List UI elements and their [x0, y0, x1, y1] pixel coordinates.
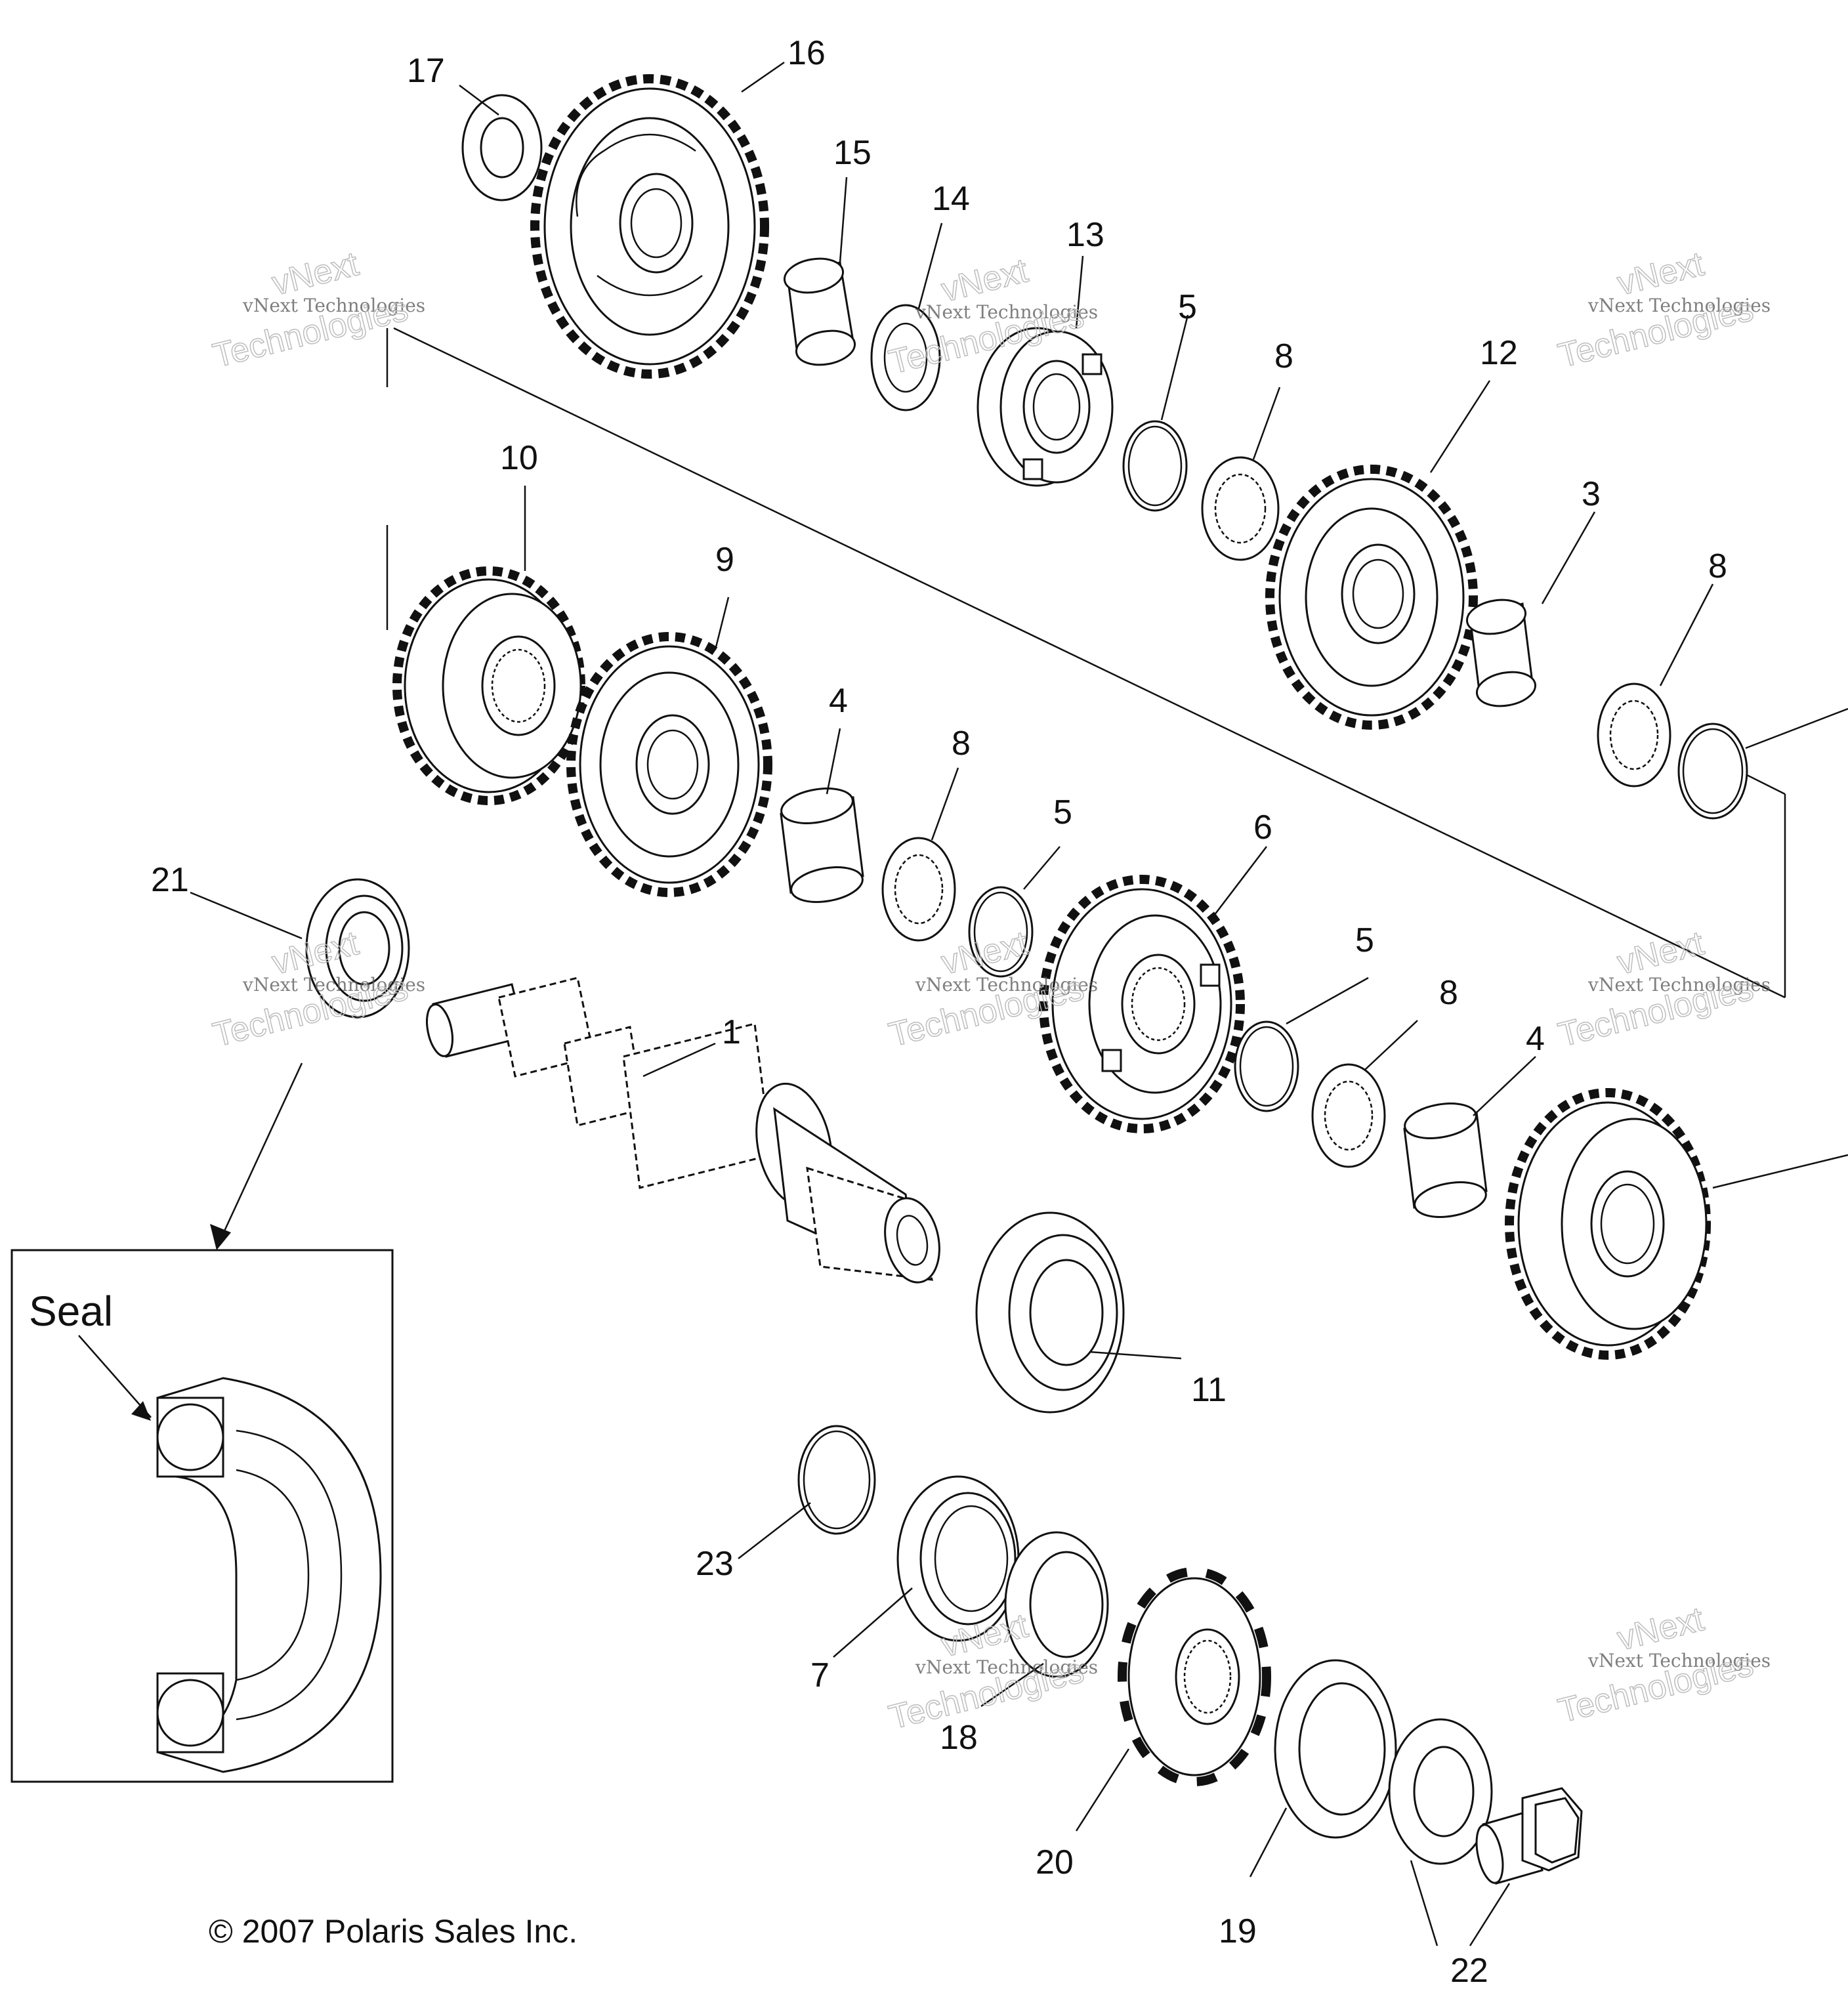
callout-label: 3 — [1582, 475, 1601, 513]
callout-label: 8 — [1274, 337, 1293, 375]
part-7-oil-seal — [896, 1475, 1020, 1642]
part-13-shift-collar — [976, 327, 1114, 487]
callout-label: 4 — [829, 682, 848, 720]
part-20-sprocket — [1118, 1567, 1271, 1786]
inset-seal-label: Seal — [29, 1288, 113, 1335]
part-22-washer — [1388, 1718, 1493, 1865]
callout-label: 4 — [1526, 1020, 1545, 1058]
callout-label: 18 — [940, 1719, 978, 1757]
part-retaining-ring-right — [1677, 723, 1748, 820]
part-gear-right-unlabeled — [1505, 1088, 1711, 1360]
svg-text:vNext Technologies: vNext Technologies — [915, 974, 1098, 996]
part-14-washer — [870, 304, 941, 411]
callout-label: 23 — [696, 1545, 734, 1583]
part-5-snap-ring-lower — [1234, 1020, 1299, 1112]
callout-label: 1 — [722, 1013, 741, 1051]
part-23-o-ring — [797, 1425, 876, 1535]
watermark: vNext Technologies vNext Technologies — [1554, 244, 1771, 375]
callout-label: 22 — [1450, 1952, 1488, 1990]
callout-label: 8 — [1708, 547, 1727, 585]
part-10-gear — [392, 566, 585, 805]
svg-text:vNext Technologies: vNext Technologies — [1587, 1650, 1771, 1671]
watermark: vNext Technologies vNext Technologies — [1554, 1599, 1771, 1731]
svg-text:vNext Technologies: vNext Technologies — [1587, 295, 1771, 316]
part-6-gear — [1039, 875, 1245, 1133]
callout-label: 5 — [1178, 288, 1197, 326]
part-9-gear — [566, 632, 772, 897]
callout-label: 11 — [1191, 1371, 1227, 1409]
part-18-spacer — [1004, 1531, 1109, 1678]
callout-label: 14 — [932, 180, 970, 218]
watermark: vNext Technologies vNext Technologies — [1554, 923, 1771, 1055]
callout-label: 12 — [1480, 334, 1518, 372]
part-8-thrust-washer-right — [1597, 682, 1671, 788]
svg-text:vNext Technologies: vNext Technologies — [915, 1656, 1098, 1678]
part-5-snap-ring-middle — [968, 886, 1034, 978]
part-21-bearing — [305, 878, 410, 1018]
callout-label: 7 — [810, 1656, 830, 1694]
callout-label: 8 — [952, 724, 971, 763]
callout-label: 20 — [1036, 1843, 1074, 1881]
svg-text:vNext Technologies: vNext Technologies — [915, 301, 1098, 323]
copyright-text: © 2007 Polaris Sales Inc. — [209, 1913, 578, 1950]
callout-label: 17 — [407, 52, 445, 90]
callout-label: 5 — [1355, 921, 1374, 959]
part-8-thrust-washer-upper — [1201, 456, 1280, 561]
part-4-bushing-right — [1403, 1102, 1488, 1218]
inset-pointer — [210, 1062, 303, 1250]
part-8-thrust-washer-middle — [881, 837, 956, 942]
callout-label: 6 — [1253, 808, 1272, 847]
part-8-thrust-washer-lower — [1311, 1063, 1386, 1168]
bearing-cutaway — [156, 1377, 382, 1773]
part-3-bushing — [1465, 598, 1537, 707]
callout-label: 16 — [788, 34, 826, 72]
part-4-bushing-left — [780, 788, 864, 903]
watermark: vNext Technologies vNext Technologies — [885, 923, 1098, 1055]
part-16-gear — [530, 74, 769, 379]
callout-label: 8 — [1439, 974, 1458, 1012]
assembly-guide-lines — [386, 327, 1786, 999]
callouts: 17 16 15 14 13 5 8 12 3 8 10 9 4 8 5 6 5… — [151, 34, 1727, 1990]
callout-label: 19 — [1219, 1912, 1257, 1950]
callout-label: 10 — [500, 439, 538, 477]
svg-text:vNext Technologies: vNext Technologies — [242, 974, 425, 996]
svg-text:vNext Technologies: vNext Technologies — [1587, 974, 1771, 996]
part-17-washer — [461, 94, 543, 201]
part-12-gear — [1265, 465, 1478, 730]
watermark: vNext Technologies vNext Technologies — [209, 244, 425, 375]
callout-label: 15 — [833, 134, 872, 172]
part-22-bolt — [1475, 1787, 1583, 1885]
svg-text:vNext Technologies: vNext Technologies — [242, 295, 425, 316]
part-1-mainshaft — [426, 976, 940, 1284]
part-5-snap-ring-upper — [1122, 420, 1188, 512]
part-19-washer — [1274, 1659, 1397, 1839]
seal-inset: Seal — [10, 1249, 394, 1783]
callout-label: 5 — [1053, 793, 1072, 831]
callout-label: 13 — [1066, 216, 1104, 254]
callout-label: 9 — [715, 541, 734, 579]
part-11-bearing — [975, 1211, 1125, 1414]
callout-label: 21 — [151, 861, 189, 899]
leader-lines — [190, 61, 1848, 1946]
part-15-bushing — [783, 257, 856, 366]
